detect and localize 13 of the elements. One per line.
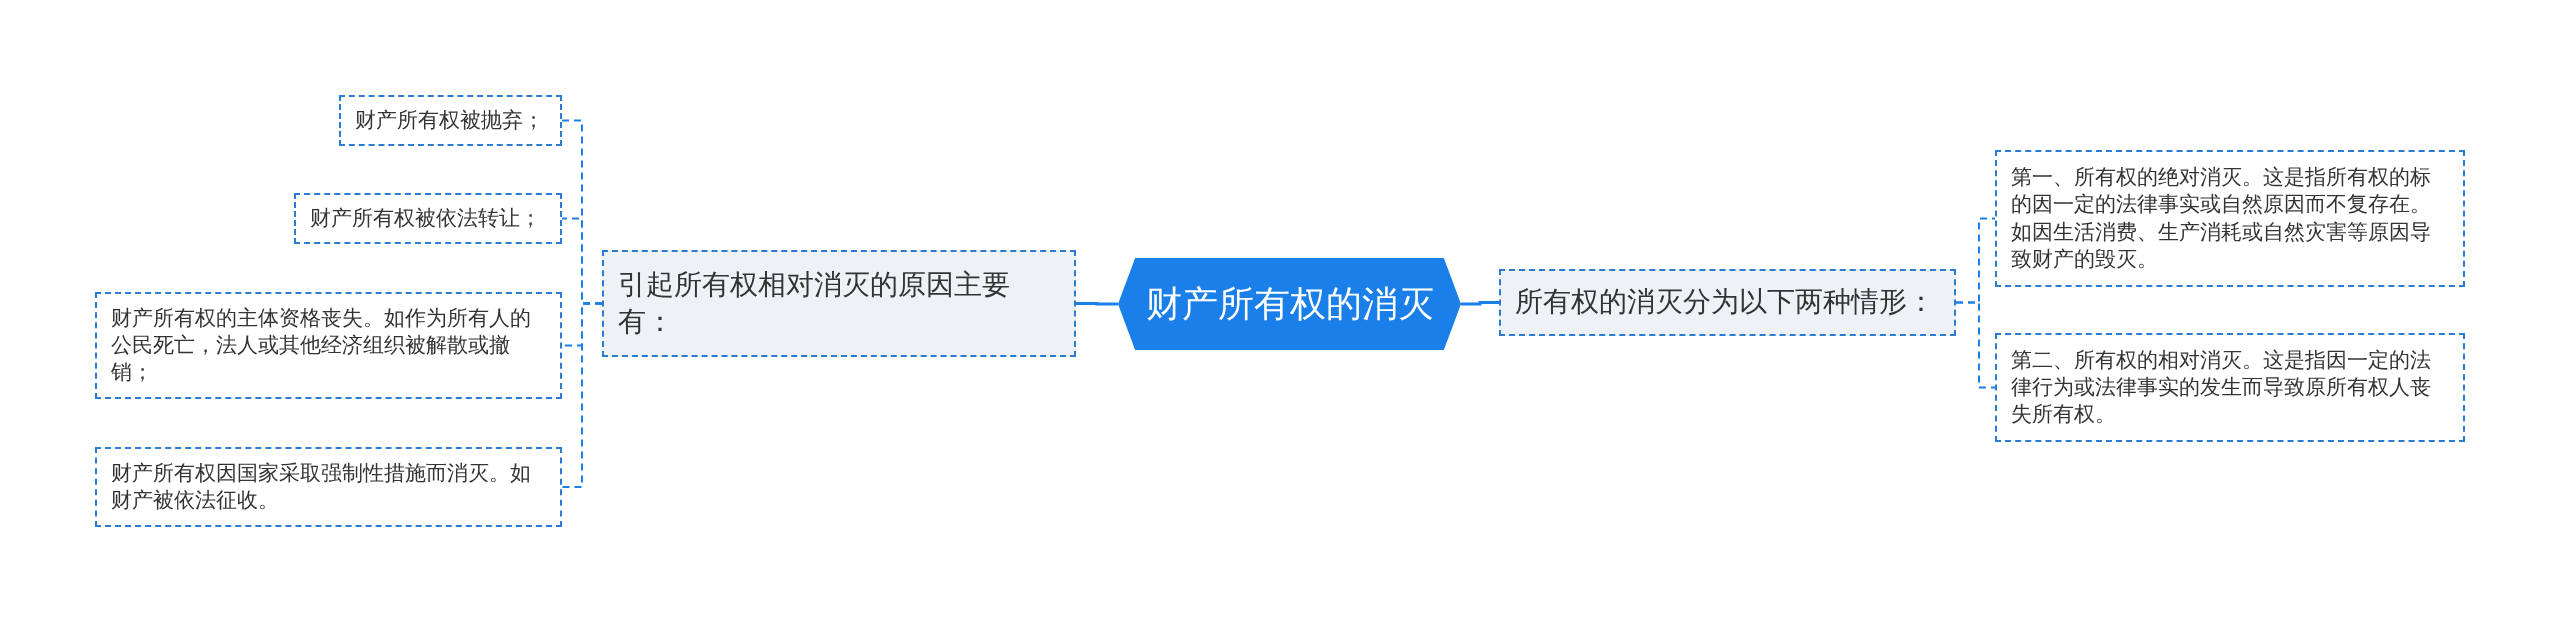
connector-line — [1955, 301, 1996, 389]
subtopic-box: 财产所有权因国家采取强制性措施而消灭。如财产被依法征收。 — [95, 447, 562, 527]
subtopic-box: 财产所有权的主体资格丧失。如作为所有人的公民死亡，法人或其他经济组织被解散或撤销； — [95, 292, 562, 399]
subtopic-box: 财产所有权被抛弃； — [339, 95, 562, 146]
subtopic-box: 第二、所有权的相对消灭。这是指因一定的法律行为或法律事实的发生而导致原所有权人丧失所有权。 — [1995, 333, 2465, 442]
connector-line — [1076, 302, 1118, 306]
subtopic-box: 财产所有权被依法转让； — [294, 193, 562, 244]
topic-box: 引起所有权相对消灭的原因主要有： — [602, 250, 1076, 357]
topic-box: 所有权的消灭分为以下两种情形： — [1499, 269, 1956, 336]
connector-line — [1461, 301, 1499, 306]
central-topic: 财产所有权的消灭 — [1118, 258, 1461, 350]
connector-line — [561, 302, 603, 488]
subtopic-box: 第一、所有权的绝对消灭。这是指所有权的标的因一定的法律事实或自然原因而不复存在。如因生活消费、生产消耗或自然灾害等原因导致财产的毁灭。 — [1995, 150, 2465, 287]
